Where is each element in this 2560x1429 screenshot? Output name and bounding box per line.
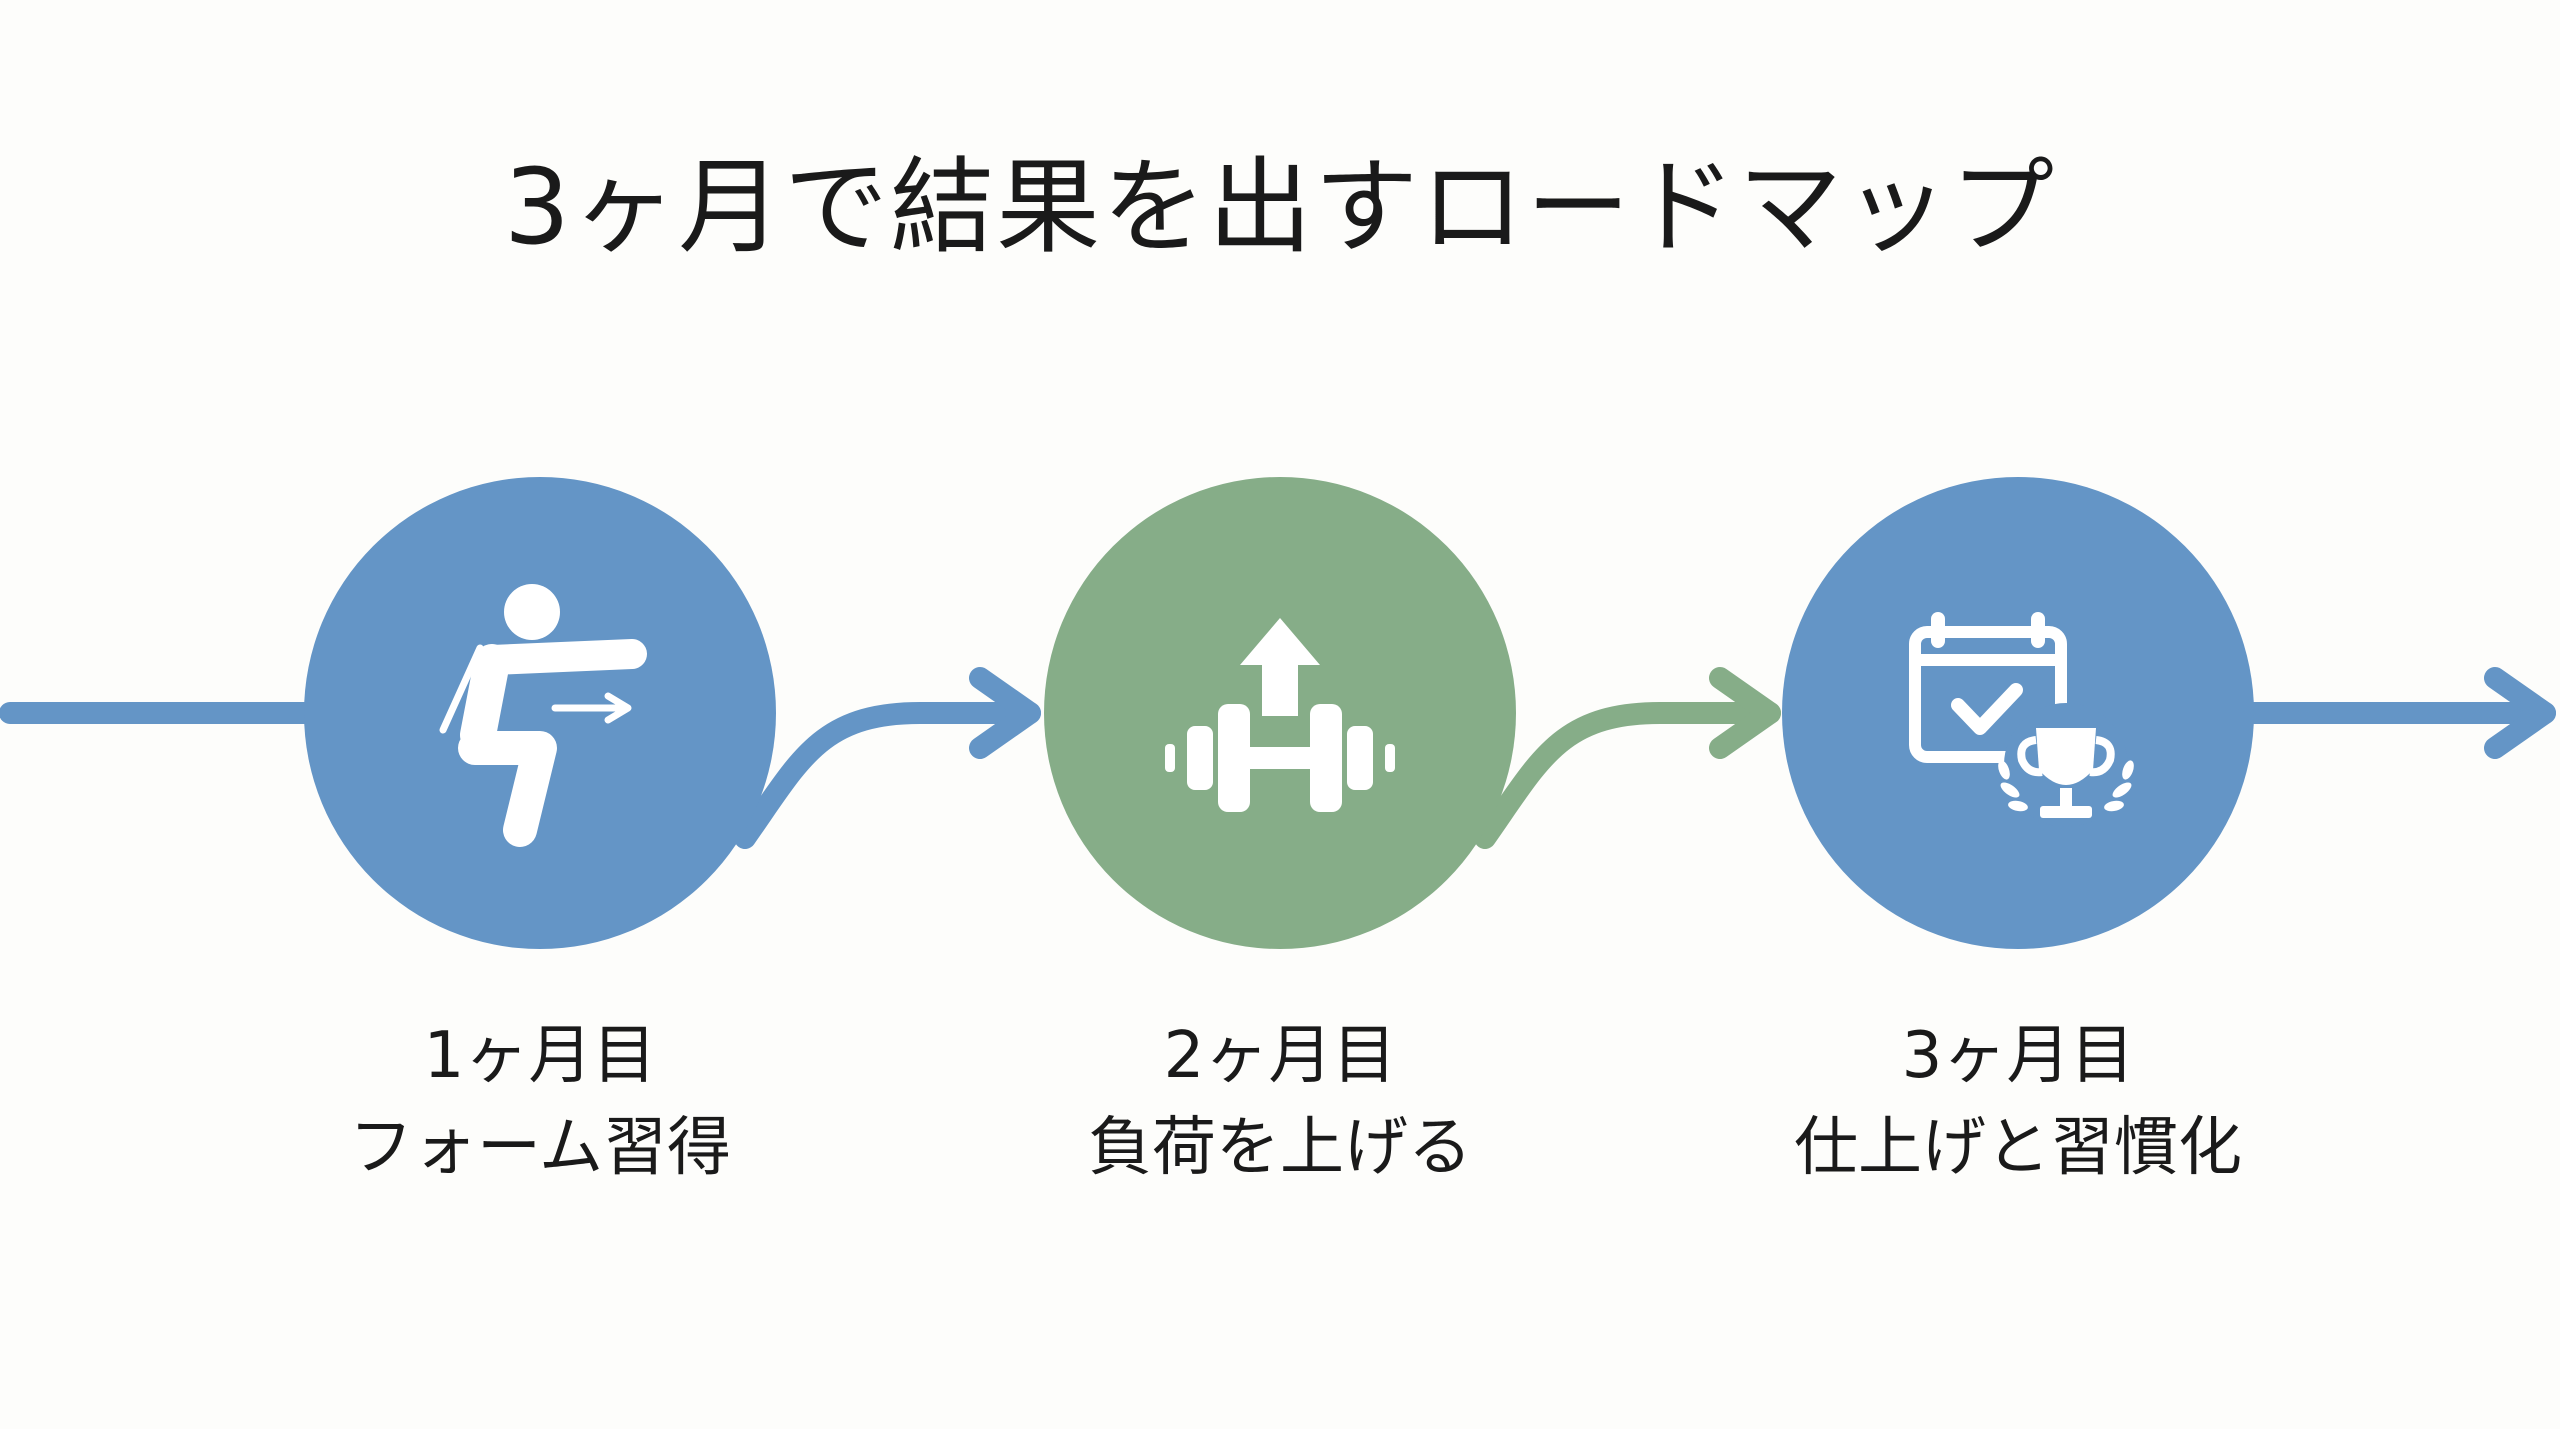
connector-2-3 bbox=[1474, 702, 1781, 849]
step-1-circle bbox=[304, 477, 776, 949]
step-1-text: フォーム習得 bbox=[348, 1111, 732, 1185]
step-3-label: 3ヶ月目 仕上げと習慣化 bbox=[1718, 1010, 2318, 1194]
step-3-circle bbox=[1782, 477, 2254, 949]
page-title: 3ヶ月で結果を出すロードマップ bbox=[503, 146, 2057, 268]
calendar-trophy-icon bbox=[1909, 612, 2134, 827]
step-2-text: 負荷を上げる bbox=[1088, 1111, 1472, 1185]
connector-1-2-arrowhead bbox=[969, 667, 1041, 759]
dumbbell-up-icon bbox=[1165, 618, 1395, 812]
connector-end-arrowhead bbox=[2484, 667, 2556, 759]
step-2-label: 2ヶ月目 負荷を上げる bbox=[980, 1010, 1580, 1194]
step-1-month: 1ヶ月目 bbox=[423, 1019, 657, 1093]
connector-1-2 bbox=[734, 702, 1041, 849]
step-3-text: 仕上げと習慣化 bbox=[1794, 1111, 2242, 1185]
step-1-label: 1ヶ月目 フォーム習得 bbox=[240, 1010, 840, 1194]
step-2-month: 2ヶ月目 bbox=[1163, 1019, 1397, 1093]
squat-icon bbox=[439, 584, 647, 847]
connector-2-3-arrowhead bbox=[1709, 667, 1781, 759]
step-3-month: 3ヶ月目 bbox=[1901, 1019, 2135, 1093]
connectors bbox=[0, 667, 2556, 849]
